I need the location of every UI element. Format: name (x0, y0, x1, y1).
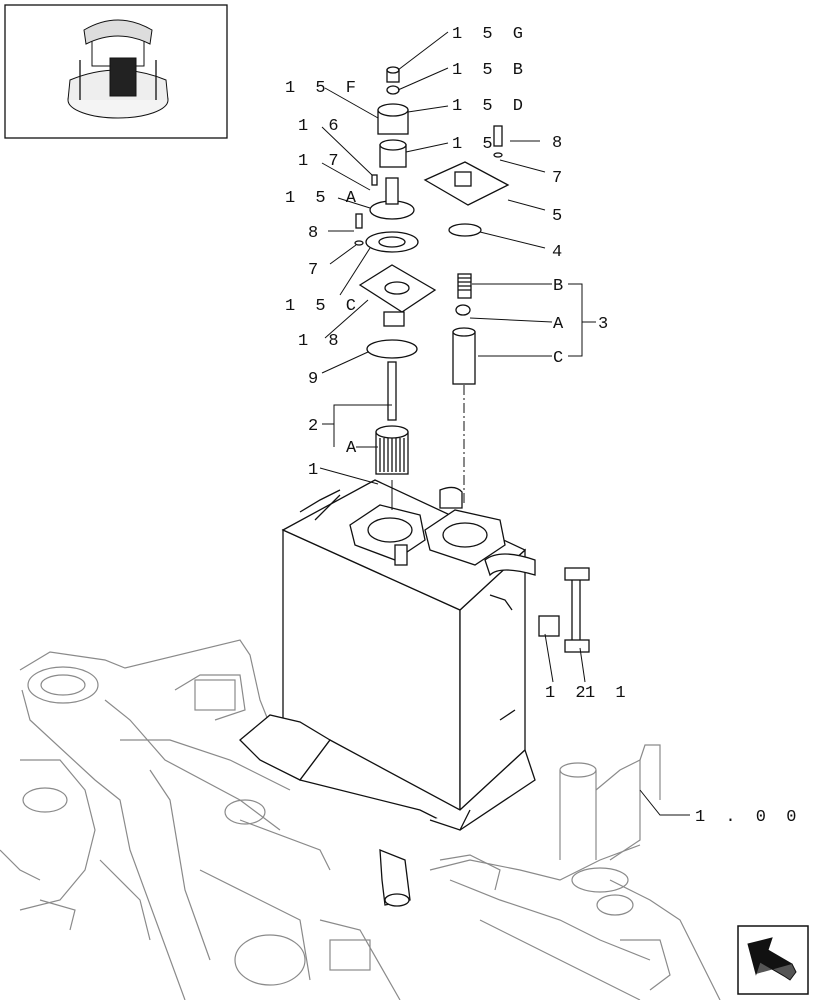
callout-3b: B (553, 277, 568, 296)
callout-4: 4 (552, 243, 567, 262)
callout-2: 2 (308, 417, 323, 436)
callout-17: 1 7 (298, 152, 344, 171)
o-ring-9[interactable] (366, 339, 418, 359)
callout-7-right: 7 (552, 169, 567, 188)
gasket-15c[interactable] (365, 231, 419, 253)
callout-3a: A (553, 315, 568, 334)
cover-plate-5[interactable] (423, 161, 510, 206)
callout-15c: 1 5 C (285, 297, 361, 316)
callout-9: 9 (308, 370, 323, 389)
hydraulic-tank[interactable] (239, 479, 536, 907)
flange-plate-18[interactable] (358, 264, 437, 327)
navigation-arrow-icon[interactable] (737, 925, 809, 995)
callout-15b: 1 5 B (452, 61, 528, 80)
callout-18: 1 8 (298, 332, 344, 351)
callout-3c: C (553, 349, 568, 368)
callout-16: 1 6 (298, 117, 344, 136)
callout-8-left: 8 (308, 224, 323, 243)
valve-assembly-3[interactable] (452, 273, 476, 385)
callout-1000: 1 . 0 0 0 (695, 808, 816, 827)
filter-element[interactable] (375, 361, 409, 475)
callout-5: 5 (552, 207, 567, 226)
leader-lines (319, 31, 690, 816)
machine-locator-thumbnail[interactable] (4, 4, 228, 139)
callout-15a: 1 5 A (285, 189, 361, 208)
callout-1: 1 (308, 461, 323, 480)
assembly-axes (391, 385, 465, 510)
callout-15: 1 5 (452, 135, 498, 154)
callout-7-left: 7 (308, 261, 323, 280)
callout-8-right: 8 (552, 134, 567, 153)
callout-15f: 1 5 F (285, 79, 361, 98)
callout-15d: 1 5 D (452, 97, 528, 116)
o-ring-4[interactable] (448, 223, 482, 237)
callout-2a: A (346, 439, 361, 458)
callout-3: 3 (598, 315, 613, 334)
machine-frame-background (0, 639, 721, 1000)
screw-8-right[interactable] (493, 125, 503, 158)
callout-15g: 1 5 G (452, 25, 528, 44)
screws-left[interactable] (354, 174, 378, 246)
filler-cap-assembly[interactable] (369, 66, 415, 220)
decal-12[interactable] (538, 615, 560, 637)
callout-12: 1 2 (545, 684, 591, 703)
callout-labels: 1 5 G 1 5 B 1 5 F 1 5 D 1 6 1 5 8 1 7 7 … (285, 25, 816, 827)
callout-11: 1 1 (585, 684, 631, 703)
level-gauge-11[interactable] (564, 567, 590, 653)
